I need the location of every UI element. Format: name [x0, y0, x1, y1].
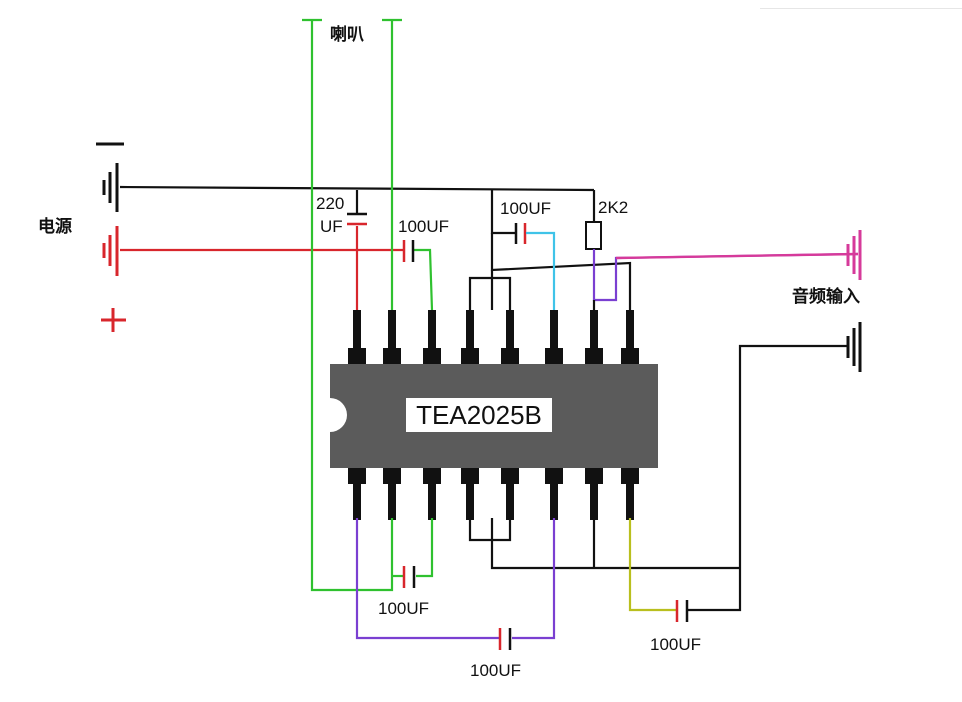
pin-top-base-9 [621, 348, 639, 364]
speaker-left-lead [310, 20, 394, 592]
chip-pins [348, 310, 639, 520]
audio-input-terminal-signal [846, 230, 862, 280]
yellow-wire [628, 518, 676, 612]
red-wires [120, 226, 404, 310]
pin-bottom-3 [428, 482, 436, 520]
chip-label-box [406, 398, 552, 432]
pin-top-10 [590, 310, 598, 350]
pin-bottom-8 [626, 482, 634, 520]
audio-input-label: 音频输入 [792, 286, 860, 306]
pin-top-base-16 [348, 348, 366, 364]
pin-bottom-4 [466, 482, 474, 520]
speaker-label: 喇叭 [330, 24, 364, 44]
pin-top-13 [466, 310, 474, 350]
cap-top-mid [514, 223, 527, 244]
resistor-value: 2K2 [598, 198, 628, 217]
pin-bottom-5 [506, 482, 514, 520]
bottom-ground-rail [490, 518, 740, 570]
cap-bottom-right-lead [688, 568, 742, 612]
pin-bottom-base-8 [621, 468, 639, 484]
cap-bottom-mid-value: 100UF [470, 661, 521, 680]
bottom-purple-wire-left [355, 518, 500, 640]
pin-top-base-10 [585, 348, 603, 364]
green-wires [302, 18, 434, 592]
pin-bottom-base-7 [585, 468, 603, 484]
cap-220uf [347, 212, 367, 226]
cap-top-left-value: 100UF [398, 217, 449, 236]
cap-top-mid-value: 100UF [500, 199, 551, 218]
pin-bottom-base-5 [501, 468, 519, 484]
ground-rail [119, 185, 595, 192]
top-frame-right [490, 233, 632, 310]
screenshot-edge [760, 0, 962, 9]
pin-top-16 [353, 310, 361, 350]
pin-bottom-6 [550, 482, 558, 520]
cap-top-left-right-lead [414, 248, 434, 311]
negative-terminal [96, 142, 124, 212]
pin-bottom-base-3 [423, 468, 441, 484]
bottom-loop-pins [468, 518, 512, 542]
pin-bottom-base-1 [348, 468, 366, 484]
pin-top-11 [550, 310, 558, 350]
pin-bottom-base-4 [461, 468, 479, 484]
cyan-wire [526, 231, 556, 310]
pin-top-base-14 [423, 348, 441, 364]
pin-top-9 [626, 310, 634, 350]
black-wires [119, 185, 848, 612]
pin-top-base-11 [545, 348, 563, 364]
pin-bottom-base-2 [383, 468, 401, 484]
cap-bottom-left [402, 566, 416, 588]
top-loop-pins [468, 276, 512, 310]
resistor-2k2 [585, 221, 602, 250]
pin-bottom-7 [590, 482, 598, 520]
power-label: 电源 [38, 216, 72, 236]
pin-top-14 [428, 310, 436, 350]
cap-bottom-left-lead-b [416, 518, 434, 578]
chip-notch [330, 398, 347, 432]
cap-220-value-line2: UF [320, 217, 343, 236]
audio-input-terminal-ground [846, 322, 862, 372]
cap-bottom-mid [498, 628, 512, 650]
pin-bottom-base-6 [545, 468, 563, 484]
audio-ground-return [738, 344, 848, 568]
positive-terminal [101, 226, 126, 332]
pin-bottom-1 [353, 482, 361, 520]
pin-top-12 [506, 310, 514, 350]
pin-top-base-15 [383, 348, 401, 364]
pin-top-15 [388, 310, 396, 350]
bottom-purple-wire-right [512, 518, 556, 640]
cap-220-value-line1: 220 [316, 194, 344, 213]
cap-bottom-left-value: 100UF [378, 599, 429, 618]
pin-bottom-2 [388, 482, 396, 520]
chip-label: TEA2025B [416, 400, 542, 430]
cap-bottom-right-value: 100UF [650, 635, 701, 654]
cap-bottom-right [675, 600, 689, 622]
cap-top-left [402, 240, 415, 262]
pin-top-base-12 [501, 348, 519, 364]
pin-top-base-13 [461, 348, 479, 364]
ic-chip: TEA2025B [330, 364, 658, 468]
audio-signal-wire [615, 252, 859, 260]
